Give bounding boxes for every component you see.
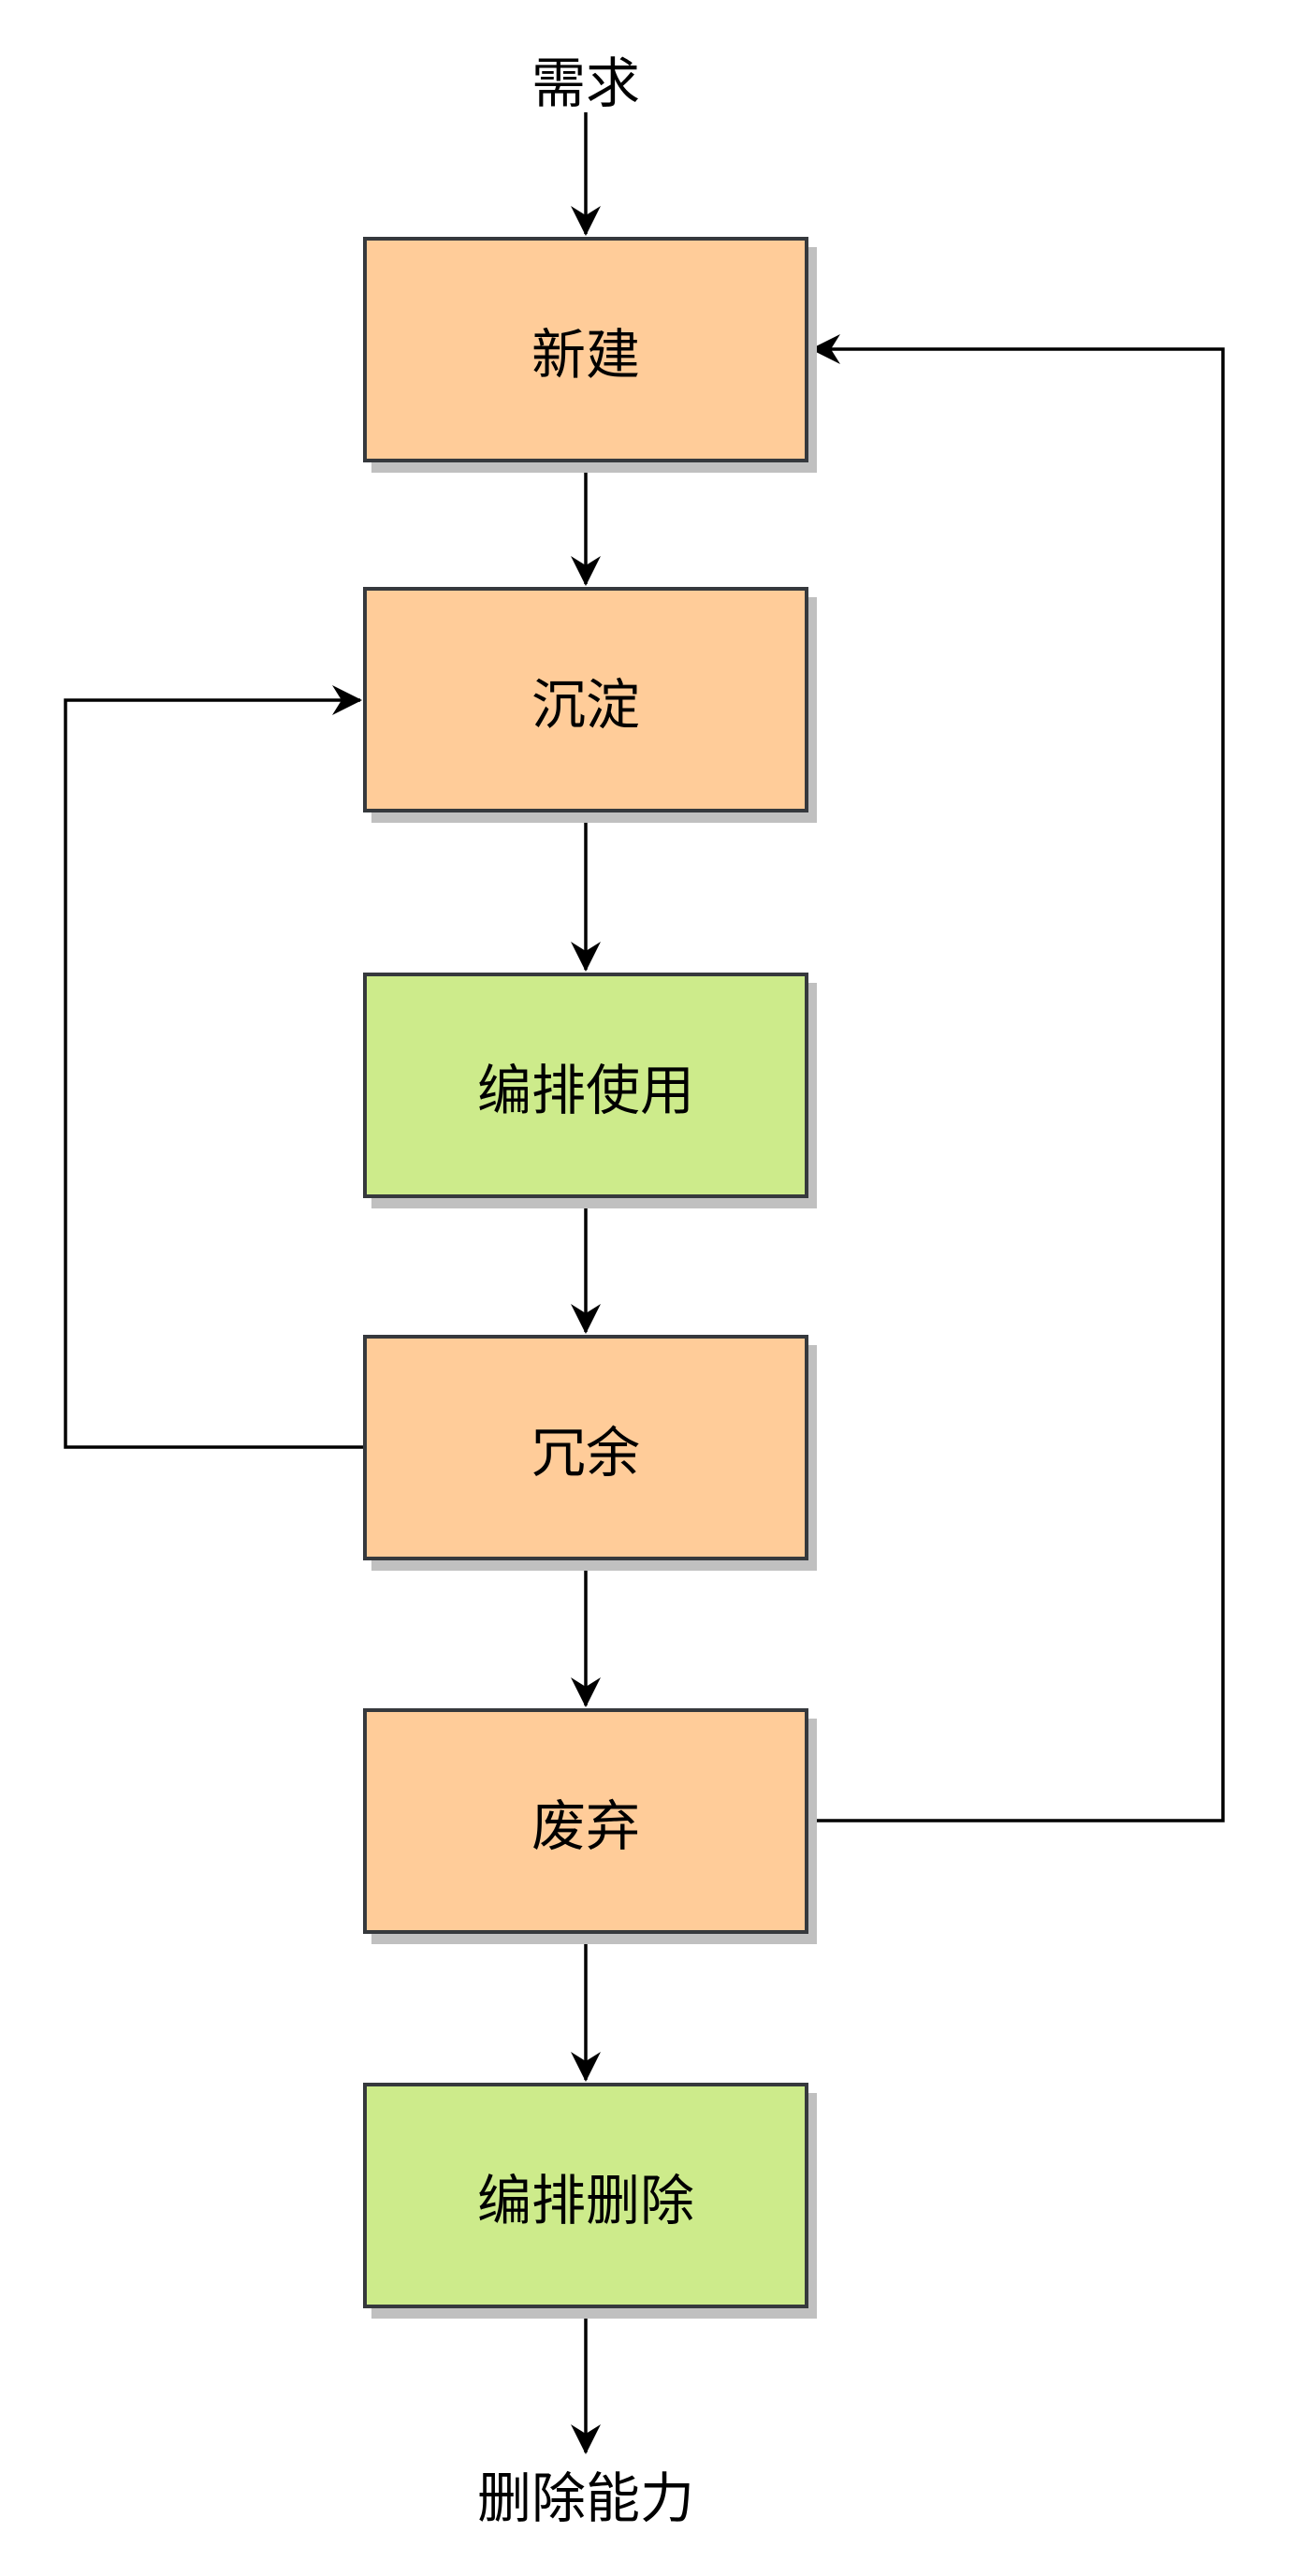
node-orchestrate-delete[interactable]: 编排删除 xyxy=(363,2083,808,2308)
node-label: 冗余 xyxy=(531,1420,640,1485)
node-settle[interactable]: 沉淀 xyxy=(363,587,808,812)
node-orchestrate-use[interactable]: 编排使用 xyxy=(363,973,808,1198)
loop-deprecated-to-new xyxy=(808,347,1225,1822)
node-label: 编排删除 xyxy=(476,2168,694,2232)
node-create[interactable]: 新建 xyxy=(363,237,808,462)
node-redundant[interactable]: 冗余 xyxy=(363,1335,808,1560)
node-deprecated[interactable]: 废弃 xyxy=(363,1708,808,1934)
node-label: 废弃 xyxy=(531,1793,640,1858)
end-label: 删除能力 xyxy=(476,2466,694,2530)
loop-redundant-to-settle xyxy=(64,698,363,1449)
arrowheads xyxy=(332,206,840,2454)
node-label: 编排使用 xyxy=(476,1058,694,1122)
start-label: 需求 xyxy=(531,51,640,115)
node-label: 新建 xyxy=(531,322,640,387)
node-label: 沉淀 xyxy=(531,672,640,737)
